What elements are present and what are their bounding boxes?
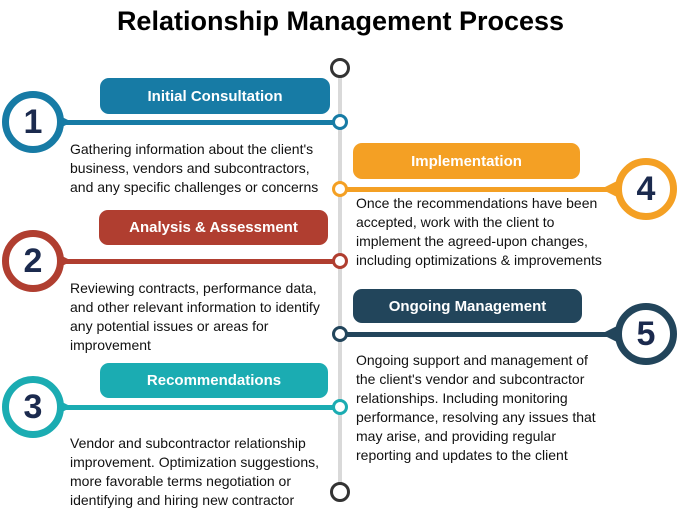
step-3-description: Vendor and subcontractor relationship im… bbox=[70, 435, 319, 508]
step-3-header: Recommendations bbox=[100, 363, 328, 398]
connector-line-1 bbox=[64, 120, 340, 125]
connector-line-5 bbox=[340, 332, 615, 337]
timeline-node-5 bbox=[332, 326, 348, 342]
step-5-header: Ongoing Management bbox=[353, 289, 582, 323]
step-5-label: Ongoing Management bbox=[388, 297, 547, 315]
connector-neck-4 bbox=[601, 180, 619, 198]
step-5-number: 5 bbox=[636, 315, 656, 353]
timeline-line bbox=[338, 68, 342, 492]
connector-line-2 bbox=[64, 259, 340, 264]
timeline-node-2 bbox=[332, 253, 348, 269]
step-2-label: Analysis & Assessment bbox=[129, 219, 298, 236]
connector-neck-5 bbox=[601, 325, 619, 343]
step-5-description: Ongoing support and management of the cl… bbox=[356, 352, 596, 463]
step-1-number: 1 bbox=[23, 103, 43, 141]
step-3-number-circle: 3 bbox=[2, 376, 64, 438]
step-3-label: Recommendations bbox=[146, 372, 282, 389]
step-2-header: Analysis & Assessment bbox=[99, 210, 328, 245]
connector-line-4 bbox=[340, 187, 615, 192]
step-4-header: Implementation bbox=[353, 143, 580, 179]
step-4-number: 4 bbox=[636, 170, 656, 208]
step-2-number-circle: 2 bbox=[2, 230, 64, 292]
step-1-description: Gathering information about the client's… bbox=[70, 141, 319, 195]
step-5-number-circle: 5 bbox=[615, 303, 677, 365]
timeline-start-marker bbox=[330, 58, 350, 78]
step-4-label: Implementation bbox=[411, 152, 522, 170]
timeline-node-1 bbox=[332, 114, 348, 130]
step-4-number-circle: 4 bbox=[615, 158, 677, 220]
step-1-label: Initial Consultation bbox=[147, 87, 283, 105]
connector-line-3 bbox=[64, 405, 340, 410]
timeline-node-3 bbox=[332, 399, 348, 415]
timeline-node-4 bbox=[332, 181, 348, 197]
step-3-number: 3 bbox=[23, 388, 43, 426]
step-4-description: Once the recommendations have been accep… bbox=[356, 195, 602, 268]
step-2-description: Reviewing contracts, performance data, a… bbox=[70, 280, 320, 353]
step-1-number-circle: 1 bbox=[2, 91, 64, 153]
step-1-header: Initial Consultation bbox=[100, 78, 330, 114]
page-title: Relationship Management Process bbox=[116, 6, 565, 36]
step-2-number: 2 bbox=[23, 242, 43, 280]
timeline-end-marker bbox=[330, 482, 350, 502]
